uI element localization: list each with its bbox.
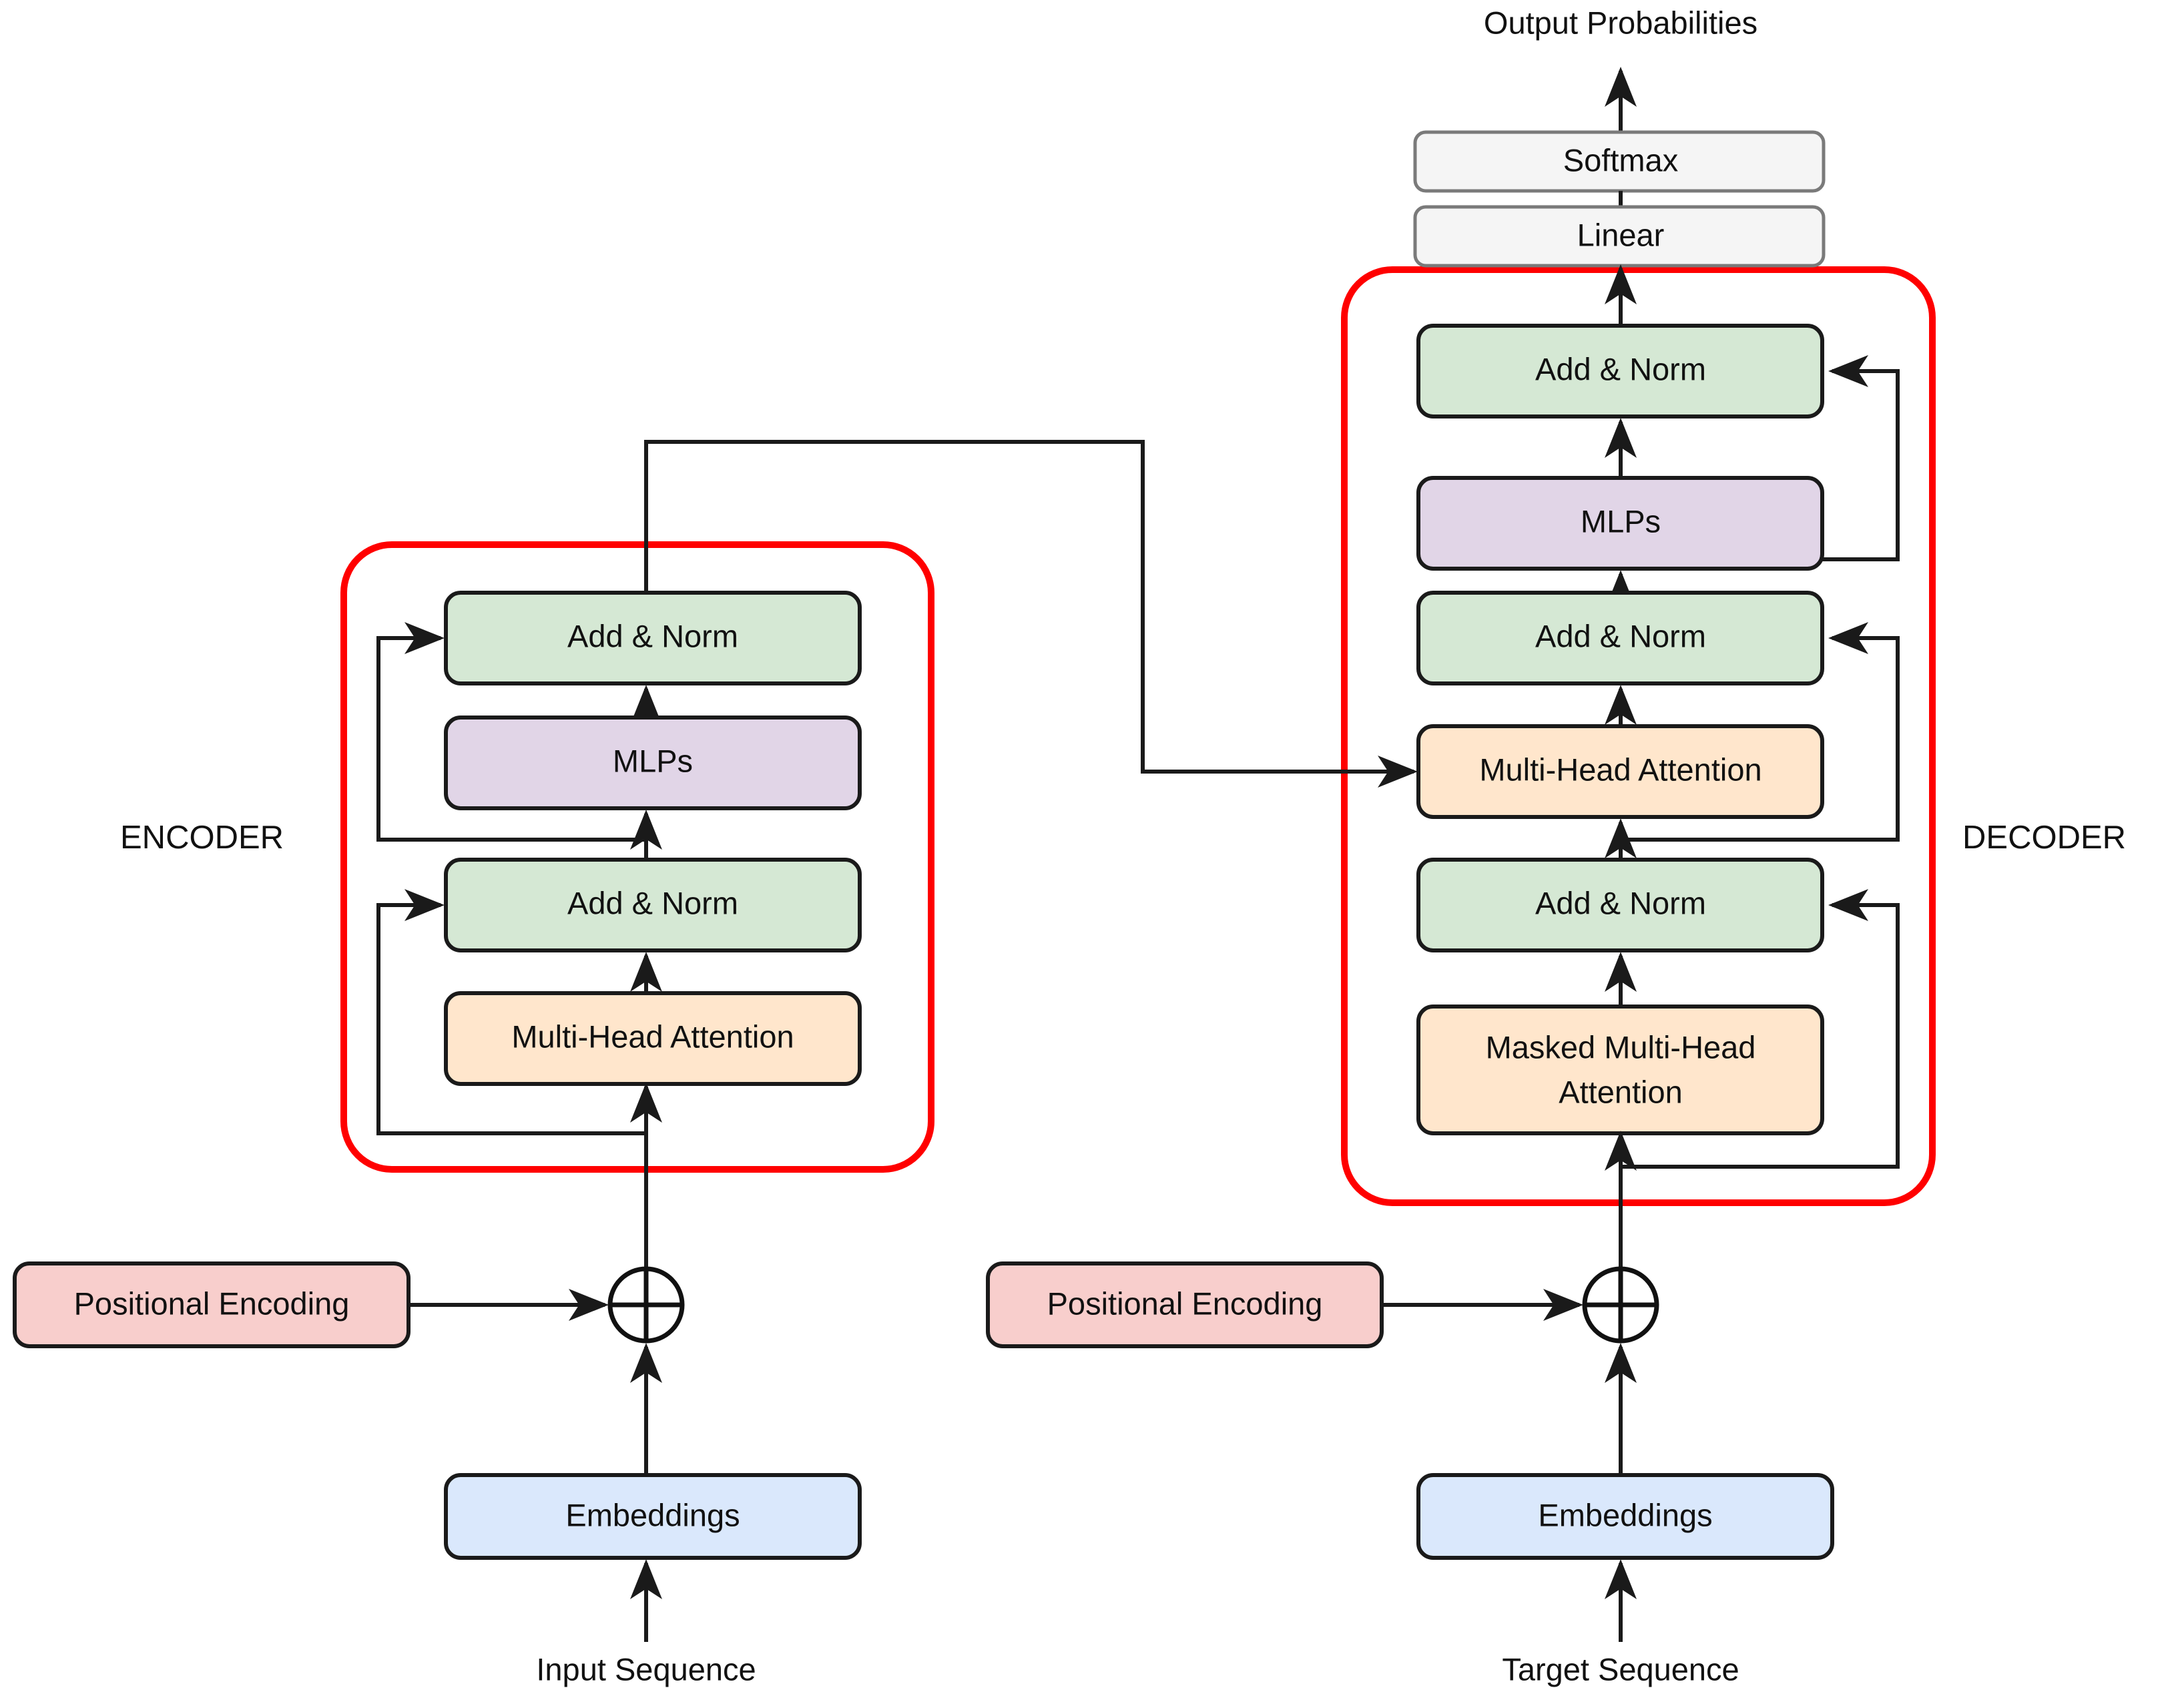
decoder-group-outline [1341,266,1936,1206]
decoder-masked-multi-head-attention-box[interactable] [1416,1005,1824,1135]
encoder-group-outline [340,541,934,1173]
decoder-multi-head-attention-box[interactable] [1416,724,1824,819]
decoder-positional-encoding-label: Positional Encoding [1047,1286,1323,1321]
decoder-add-norm-mid-label: Add & Norm [1535,618,1706,653]
decoder-mlps-label: MLPs [1581,503,1661,539]
input-sequence-label: Input Sequence [536,1651,756,1687]
linear-label: Linear [1577,217,1665,252]
decoder-mlps-box[interactable] [1416,476,1824,571]
encoder-mlps-box[interactable] [444,716,862,810]
encoder-add-norm-bottom-label: Add & Norm [567,885,738,920]
decoder-residual-masked-attention [1621,889,1900,1169]
decoder-label: DECODER [1962,820,2126,856]
decoder-embeddings-box[interactable] [1416,1473,1834,1560]
decoder-add-norm-bottom-label: Add & Norm [1535,885,1706,920]
encoder-embeddings-box[interactable] [444,1473,862,1560]
encoder-label: ENCODER [120,820,284,856]
encoder-add-norm-top-box[interactable] [444,591,862,685]
encoder-mlps-label: MLPs [613,743,693,778]
encoder-residual-attention [376,889,646,1135]
encoder-add-norm-top-label: Add & Norm [567,618,738,653]
decoder-masked-attention-label-line1: Masked Multi-Head [1486,1029,1756,1065]
target-sequence-label: Target Sequence [1502,1651,1739,1687]
decoder-embeddings-label: Embeddings [1538,1497,1712,1532]
encoder-embeddings-label: Embeddings [565,1497,740,1532]
decoder-add-norm-top-label: Add & Norm [1535,351,1706,386]
decoder-multi-head-attention-label: Multi-Head Attention [1479,752,1761,787]
encoder-add-norm-bottom-box[interactable] [444,858,862,952]
decoder-add-norm-mid-box[interactable] [1416,591,1824,685]
decoder-residual-cross-attention [1621,622,1900,842]
encoder-multi-head-attention-label: Multi-Head Attention [511,1019,794,1054]
decoder-add-norm-bottom-box[interactable] [1416,858,1824,952]
decoder-masked-attention-label-line2: Attention [1559,1074,1683,1109]
softmax-label: Softmax [1563,142,1678,178]
encoder-positional-encoding-label: Positional Encoding [74,1286,350,1321]
encoder-residual-mlp [376,622,646,842]
decoder-add-norm-top-box[interactable] [1416,324,1824,418]
encoder-to-decoder-cross-connection [644,440,1418,788]
output-probabilities-label: Output Probabilities [1484,5,1757,40]
